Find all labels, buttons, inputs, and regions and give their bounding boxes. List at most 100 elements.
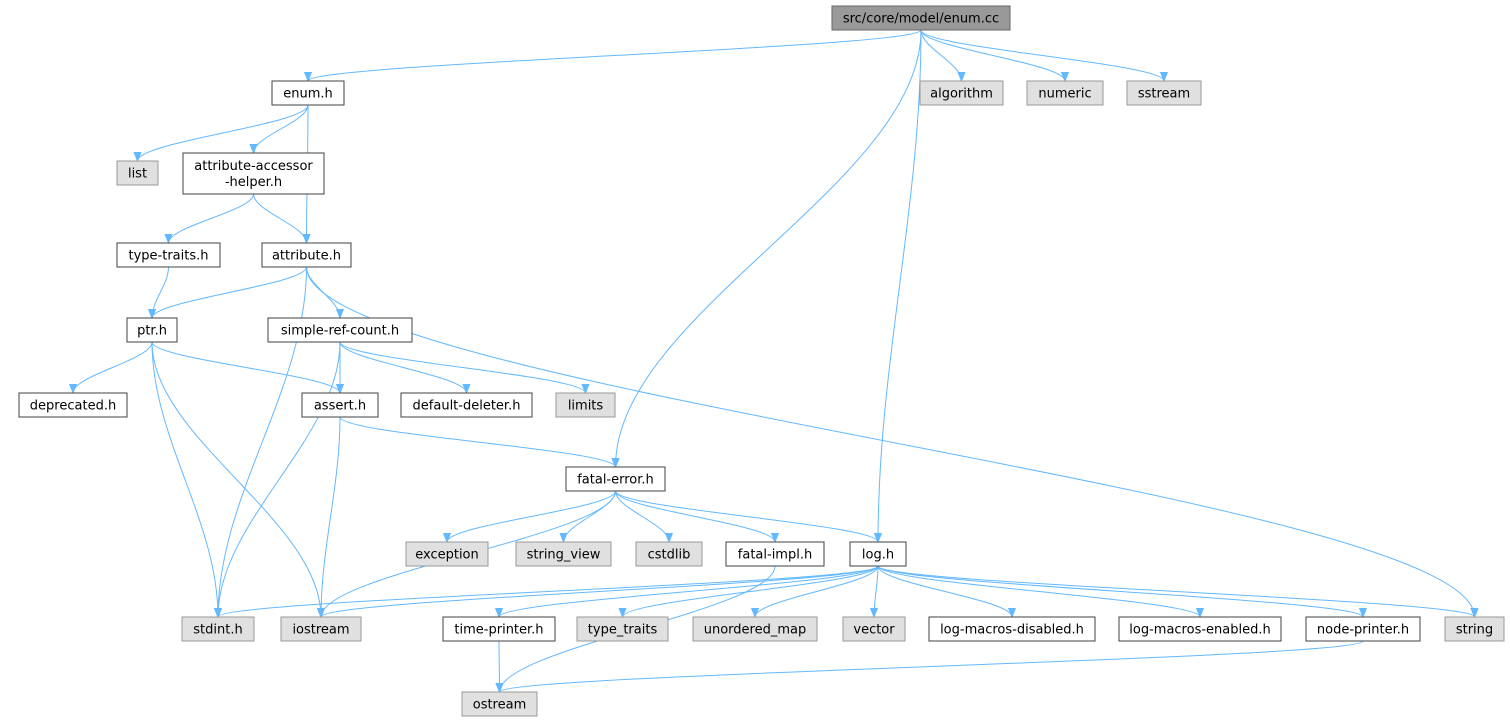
node-label: unordered_map xyxy=(704,623,807,638)
edge-enum-h-to-aah xyxy=(254,104,309,154)
node-label-line: type_traits xyxy=(588,623,658,638)
node-label-line: sstream xyxy=(1138,87,1190,102)
node-label: log-macros-disabled.h xyxy=(940,623,1084,638)
node-type-traits: type_traits xyxy=(576,616,669,642)
node-label: string xyxy=(1456,623,1493,638)
node-box xyxy=(692,616,818,642)
edge-aah-to-type-traits-h xyxy=(169,193,254,244)
edge-layer xyxy=(73,29,1475,693)
edge-enum-cc-to-numeric xyxy=(920,29,1065,82)
edge-aah-to-attribute-h xyxy=(253,193,307,244)
node-label-line: fatal-impl.h xyxy=(738,548,812,563)
edge-enum-cc-to-algorithm xyxy=(920,29,962,82)
node-unordered-map: unordered_map xyxy=(692,616,818,642)
node-fatal-error-h[interactable]: fatal-error.h xyxy=(565,466,666,492)
node-box xyxy=(928,616,1096,642)
node-string: string xyxy=(1444,616,1505,642)
node-box xyxy=(1118,616,1282,642)
node-label: list xyxy=(128,167,147,182)
node-attribute-h[interactable]: attribute.h xyxy=(261,242,352,268)
edge-enum-cc-to-log-h xyxy=(878,29,922,542)
node-vector: vector xyxy=(842,616,906,642)
node-box xyxy=(400,392,533,418)
node-algorithm: algorithm xyxy=(919,80,1004,106)
node-stdint-h: stdint.h xyxy=(181,616,255,642)
node-aah[interactable]: attribute-accessor-helper.h xyxy=(182,152,325,195)
node-label-line: log-macros-enabled.h xyxy=(1129,623,1270,638)
node-box xyxy=(1444,616,1505,642)
node-assert-h[interactable]: assert.h xyxy=(301,392,379,418)
node-label: default-deleter.h xyxy=(413,399,521,414)
node-time-printer-h[interactable]: time-printer.h xyxy=(442,616,556,642)
node-label: attribute-accessor-helper.h xyxy=(194,159,313,190)
node-src-h[interactable]: simple-ref-count.h xyxy=(267,317,413,343)
node-label-line: simple-ref-count.h xyxy=(281,324,399,339)
node-type-traits-h[interactable]: type-traits.h xyxy=(116,242,221,268)
node-box xyxy=(849,541,907,567)
node-sstream: sstream xyxy=(1126,80,1202,106)
node-label: fatal-impl.h xyxy=(738,548,812,563)
node-label-line: default-deleter.h xyxy=(413,399,521,414)
edge-enum-cc-to-enum-h xyxy=(308,29,922,82)
node-label-line: node-printer.h xyxy=(1317,623,1409,638)
node-string-view: string_view xyxy=(515,541,612,567)
node-box xyxy=(182,152,325,195)
node-fatal-impl-h[interactable]: fatal-impl.h xyxy=(725,541,825,567)
edge-ptr-h-to-iostream xyxy=(151,341,321,617)
node-label-line: ptr.h xyxy=(137,324,167,339)
edge-fatal-error-h-to-string-view xyxy=(564,490,616,543)
edge-ptr-h-to-deprecated-h xyxy=(73,341,153,394)
edge-log-h-to-lme-h xyxy=(877,565,1200,618)
edge-attribute-h-to-ptr-h xyxy=(152,266,307,319)
node-label: cstdlib xyxy=(648,548,691,563)
node-label: fatal-error.h xyxy=(577,473,654,488)
node-label-line: enum.h xyxy=(283,87,333,102)
edge-time-printer-h-to-ostream xyxy=(499,640,500,692)
edge-log-h-to-iostream xyxy=(321,565,879,618)
node-label: attribute.h xyxy=(272,249,341,264)
edge-ptr-h-to-assert-h xyxy=(151,341,340,394)
node-label: numeric xyxy=(1038,87,1091,102)
node-box xyxy=(280,616,362,642)
node-label: stdint.h xyxy=(193,623,242,638)
edge-enum-h-to-list xyxy=(138,104,309,162)
node-deprecated-h[interactable]: deprecated.h xyxy=(18,392,128,418)
edge-log-h-to-vector xyxy=(874,565,879,617)
node-label-line: unordered_map xyxy=(704,623,807,638)
node-label-line: list xyxy=(128,167,147,182)
edge-log-h-to-stdint-h xyxy=(218,565,879,618)
edge-log-h-to-lmd-h xyxy=(877,565,1012,618)
node-box xyxy=(1305,616,1421,642)
edge-fatal-error-h-to-exception xyxy=(447,490,616,543)
edge-log-h-to-time-printer-h xyxy=(499,565,879,618)
edge-log-h-to-string xyxy=(877,565,1475,618)
node-box xyxy=(126,317,178,343)
node-label-line: log.h xyxy=(862,548,894,563)
node-default-deleter-h[interactable]: default-deleter.h xyxy=(400,392,533,418)
node-label: src/core/model/enum.cc xyxy=(843,12,999,27)
node-exception: exception xyxy=(405,541,489,567)
node-ptr-h[interactable]: ptr.h xyxy=(126,317,178,343)
node-box xyxy=(18,392,128,418)
node-label: type-traits.h xyxy=(129,249,209,264)
edge-log-h-to-type-traits xyxy=(623,565,879,618)
node-label-line: string xyxy=(1456,623,1493,638)
node-box xyxy=(116,242,221,268)
edge-assert-h-to-iostream xyxy=(321,416,341,617)
node-lme-h[interactable]: log-macros-enabled.h xyxy=(1118,616,1282,642)
edge-fatal-error-h-to-fatal-impl-h xyxy=(615,490,776,543)
node-lmd-h[interactable]: log-macros-disabled.h xyxy=(928,616,1096,642)
node-log-h[interactable]: log.h xyxy=(849,541,907,567)
node-enum-h[interactable]: enum.h xyxy=(271,80,345,106)
node-label-line: vector xyxy=(853,623,895,638)
node-box xyxy=(555,392,616,418)
node-label-line: exception xyxy=(415,548,479,563)
node-numeric: numeric xyxy=(1026,80,1104,106)
node-box xyxy=(267,317,413,343)
edge-enum-cc-to-sstream xyxy=(920,29,1164,82)
edge-src-h-to-default-deleter-h xyxy=(339,341,467,394)
node-label: log-macros-enabled.h xyxy=(1129,623,1270,638)
node-node-printer-h[interactable]: node-printer.h xyxy=(1305,616,1421,642)
node-box xyxy=(842,616,906,642)
